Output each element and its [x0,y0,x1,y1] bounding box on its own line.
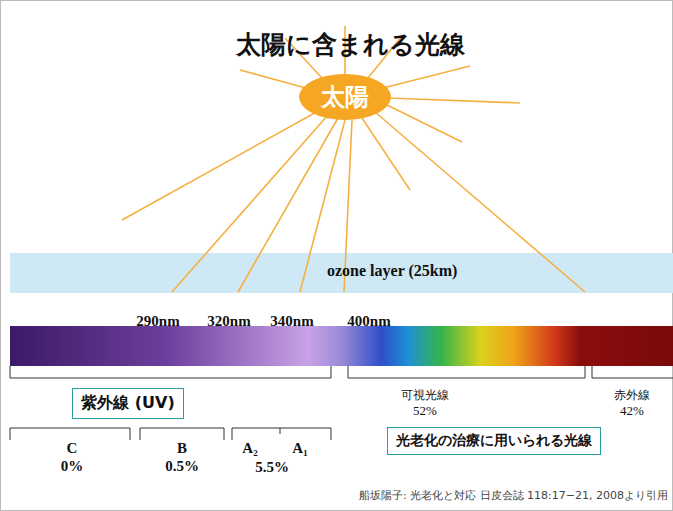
ozone-band [10,253,673,293]
uv-box: 紫外線 (UV) [72,388,184,419]
percentage: 0.5% [165,458,199,475]
uv-band-letter: A₂ [242,440,257,457]
range-name: 可視光線 [401,387,449,404]
uv-band-letter: A₁ [292,440,307,457]
ozone-layer-band: ozone layer (25km) [7,253,670,293]
node-text: 光老化の治療に用いられる光線 [396,432,592,448]
range-name: 赤外線 [614,387,650,404]
node-text: ozone layer (25km) [327,262,457,280]
wavelength: 290nm [136,313,179,330]
percentage: 42% [620,403,644,419]
wavelength: 320nm [207,313,250,330]
percentage: 5.5% [255,459,289,476]
node-text: 紫外線 (UV) [81,393,175,412]
sun-ellipse: 太陽 [299,74,391,120]
spectrum-bar [10,326,673,366]
wavelength: 340nm [270,313,313,330]
title: 太陽に含まれる光線 [236,28,465,61]
percentage: 52% [413,403,437,419]
node-text: 太陽 [321,81,369,113]
percentage: 0% [61,458,84,475]
citation: 船坂陽子: 光老化と対応 日皮会誌 118:17−21, 2008より引用 [359,488,668,503]
sun-rays [122,26,585,292]
treatment-box: 光老化の治療に用いられる光線 [387,427,601,455]
uv-band-letter: C [67,440,78,457]
wavelength: 400nm [347,313,390,330]
uv-band-letter: B [177,440,187,457]
